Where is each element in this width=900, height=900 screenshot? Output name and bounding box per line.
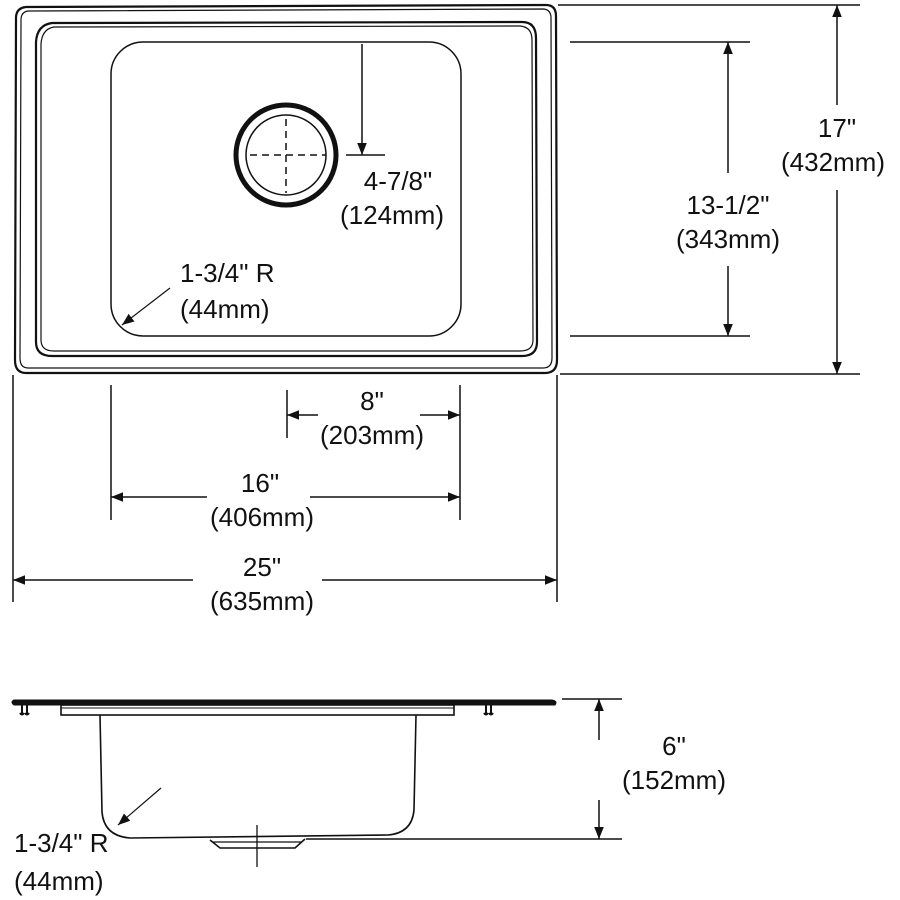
bowl-width-metric: (406mm): [210, 502, 314, 532]
mounting-clip-right: [483, 705, 494, 716]
sink-deck-rim: [34, 20, 539, 358]
drain-center-width-metric: (203mm): [320, 420, 424, 450]
sink-outer-rim-inner-edge: [19, 8, 553, 369]
side-bowl-radius-leader: [117, 787, 162, 826]
bowl-depth-imperial: 6": [662, 731, 686, 761]
side-view: 6" (152mm) 1-3/4" R (44mm): [11, 698, 726, 896]
mounting-clip-left: [19, 705, 30, 716]
drain-center-width-imperial: 8": [360, 386, 384, 416]
sink-outer-rim: [13, 3, 559, 375]
bowl-radius-imperial: 1-3/4" R: [180, 258, 275, 288]
overall-width-metric: (635mm): [210, 586, 314, 616]
side-bowl-radius-imperial: 1-3/4" R: [14, 828, 109, 858]
drain-offset-imperial: 4-7/8": [364, 166, 433, 196]
bowl-length-metric: (343mm): [676, 224, 780, 254]
sink-bowl: [110, 41, 462, 337]
bowl-width-imperial: 16": [241, 468, 279, 498]
side-bowl-profile: [99, 714, 417, 839]
drain-outer-ring: [233, 102, 339, 208]
bowl-length-imperial: 13-1/2": [687, 190, 770, 220]
drain-offset-metric: (124mm): [340, 200, 444, 230]
sink-deck-rim-inner-edge: [40, 25, 534, 352]
side-rim-rail: [60, 704, 455, 716]
bowl-depth-metric: (152mm): [622, 765, 726, 795]
overall-length-imperial: 17": [818, 113, 856, 143]
side-bowl-radius-metric: (44mm): [14, 866, 104, 896]
side-deck-flange: [11, 699, 557, 706]
bowl-radius-metric: (44mm): [180, 294, 270, 324]
overall-length-metric: (432mm): [781, 147, 885, 177]
overall-width-imperial: 25": [243, 552, 281, 582]
top-view: 4-7/8" (124mm) 1-3/4" R (44mm) 13-1/2" (…: [12, 3, 885, 616]
bowl-radius-leader: [121, 287, 171, 326]
